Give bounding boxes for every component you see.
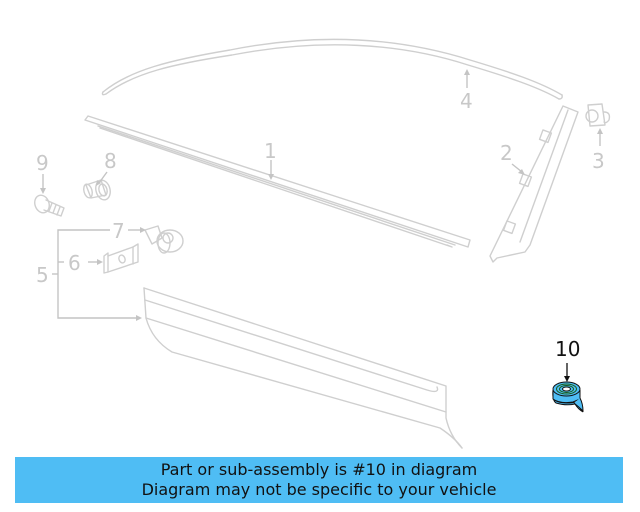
part-1-belt-molding[interactable] bbox=[84, 115, 471, 248]
leader-2 bbox=[511, 163, 523, 173]
callout-6[interactable]: 6 bbox=[68, 251, 81, 275]
part-2-pillar-garnish[interactable] bbox=[489, 105, 579, 263]
callout-7[interactable]: 7 bbox=[112, 219, 125, 243]
part-10-tape-roll[interactable] bbox=[552, 381, 584, 413]
part-7-push-clip[interactable] bbox=[144, 225, 184, 254]
leader-8 bbox=[98, 171, 108, 184]
banner-part-notice: Part or sub-assembly is #10 in diagram bbox=[160, 460, 478, 479]
leader-5-bracket bbox=[52, 229, 142, 321]
info-banner: Part or sub-assembly is #10 in diagram D… bbox=[15, 457, 623, 503]
part-4-roof-molding[interactable] bbox=[101, 38, 563, 100]
callout-3[interactable]: 3 bbox=[592, 149, 605, 173]
arrow-10 bbox=[564, 376, 570, 382]
callout-10[interactable]: 10 bbox=[555, 337, 580, 361]
part-3-clip[interactable] bbox=[585, 103, 611, 127]
arrow-3 bbox=[597, 128, 603, 134]
arrow-8 bbox=[96, 180, 101, 186]
callout-5[interactable]: 5 bbox=[36, 263, 49, 287]
part-5-door-molding[interactable] bbox=[143, 287, 463, 449]
callout-1[interactable]: 1 bbox=[264, 139, 277, 163]
callout-2[interactable]: 2 bbox=[500, 141, 513, 165]
banner-disclaimer: Diagram may not be specific to your vehi… bbox=[141, 480, 497, 499]
callout-4[interactable]: 4 bbox=[460, 89, 473, 113]
part-6-bracket[interactable] bbox=[103, 243, 139, 274]
part-9-bolt[interactable] bbox=[32, 193, 65, 217]
arrow-9 bbox=[40, 188, 46, 194]
arrow-4 bbox=[464, 69, 470, 75]
arrow-7 bbox=[140, 227, 146, 233]
arrow-6 bbox=[97, 259, 103, 265]
callout-9[interactable]: 9 bbox=[36, 151, 49, 175]
callout-8[interactable]: 8 bbox=[104, 149, 117, 173]
arrow-1 bbox=[268, 174, 274, 180]
arrow-2 bbox=[518, 169, 525, 175]
